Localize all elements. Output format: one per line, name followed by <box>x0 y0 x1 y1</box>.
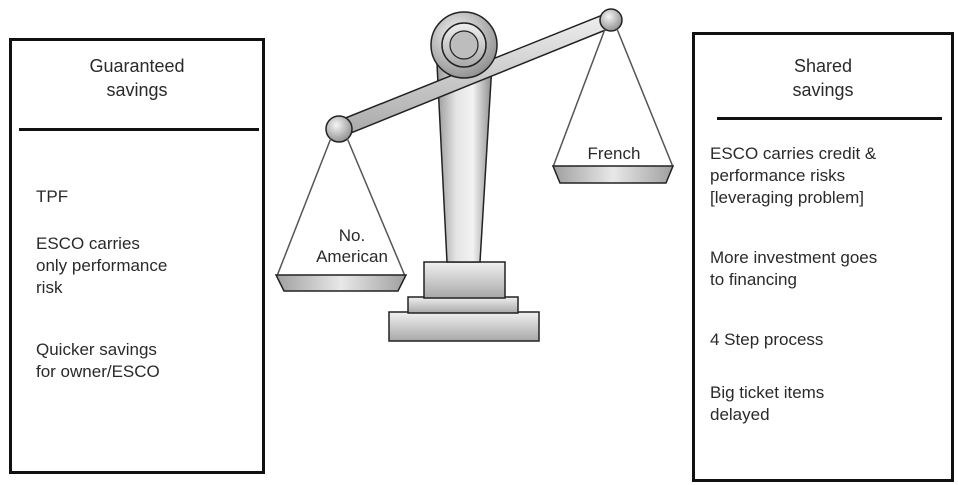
esco-performance-risk-item: ESCO carries only performance risk <box>36 233 167 299</box>
item-line: to financing <box>710 270 797 289</box>
item-line: TPF <box>36 187 69 206</box>
left-pan <box>274 137 408 292</box>
item-line: [leveraging problem] <box>710 188 865 207</box>
right-beam-knob <box>599 8 623 32</box>
credit-performance-risks-item: ESCO carries credit & performance risks … <box>710 143 876 209</box>
scale-pivot <box>430 11 498 79</box>
item-line: More investment goes <box>710 248 878 267</box>
item-line: performance risks <box>710 166 846 185</box>
guaranteed-savings-title: Guaranteed savings <box>12 54 262 102</box>
item-line: only performance <box>36 256 168 275</box>
shared-savings-panel: Shared savings ESCO carries credit & per… <box>692 32 954 482</box>
right-pan-label: French <box>588 144 641 163</box>
big-ticket-items-item: Big ticket items delayed <box>710 382 824 426</box>
item-line: Big ticket items <box>710 383 825 402</box>
left-pan-label-line: No. <box>339 226 365 245</box>
scale-base <box>388 261 540 342</box>
item-line: ESCO carries <box>36 234 140 253</box>
shared-savings-title: Shared savings <box>695 54 951 102</box>
title-line: Shared <box>793 56 853 76</box>
title-line: savings <box>792 80 854 100</box>
item-line: ESCO carries credit & <box>710 144 877 163</box>
title-line: savings <box>106 80 168 100</box>
item-line: Quicker savings <box>36 340 157 359</box>
title-line: Guaranteed <box>89 56 185 76</box>
item-line: risk <box>36 278 63 297</box>
left-beam-knob <box>325 115 353 143</box>
quicker-savings-item: Quicker savings for owner/ESCO <box>36 339 160 383</box>
item-line: delayed <box>710 405 770 424</box>
title-divider <box>19 128 259 131</box>
guaranteed-savings-panel: Guaranteed savings TPF ESCO carries only… <box>9 38 265 474</box>
right-pan <box>551 28 675 184</box>
item-line: 4 Step process <box>710 330 824 349</box>
item-line: for owner/ESCO <box>36 362 160 381</box>
four-step-process-item: 4 Step process <box>710 329 823 351</box>
left-pan-label-line: American <box>316 247 388 266</box>
investment-financing-item: More investment goes to financing <box>710 247 877 291</box>
title-divider <box>717 117 942 120</box>
tpf-item: TPF <box>36 186 68 208</box>
